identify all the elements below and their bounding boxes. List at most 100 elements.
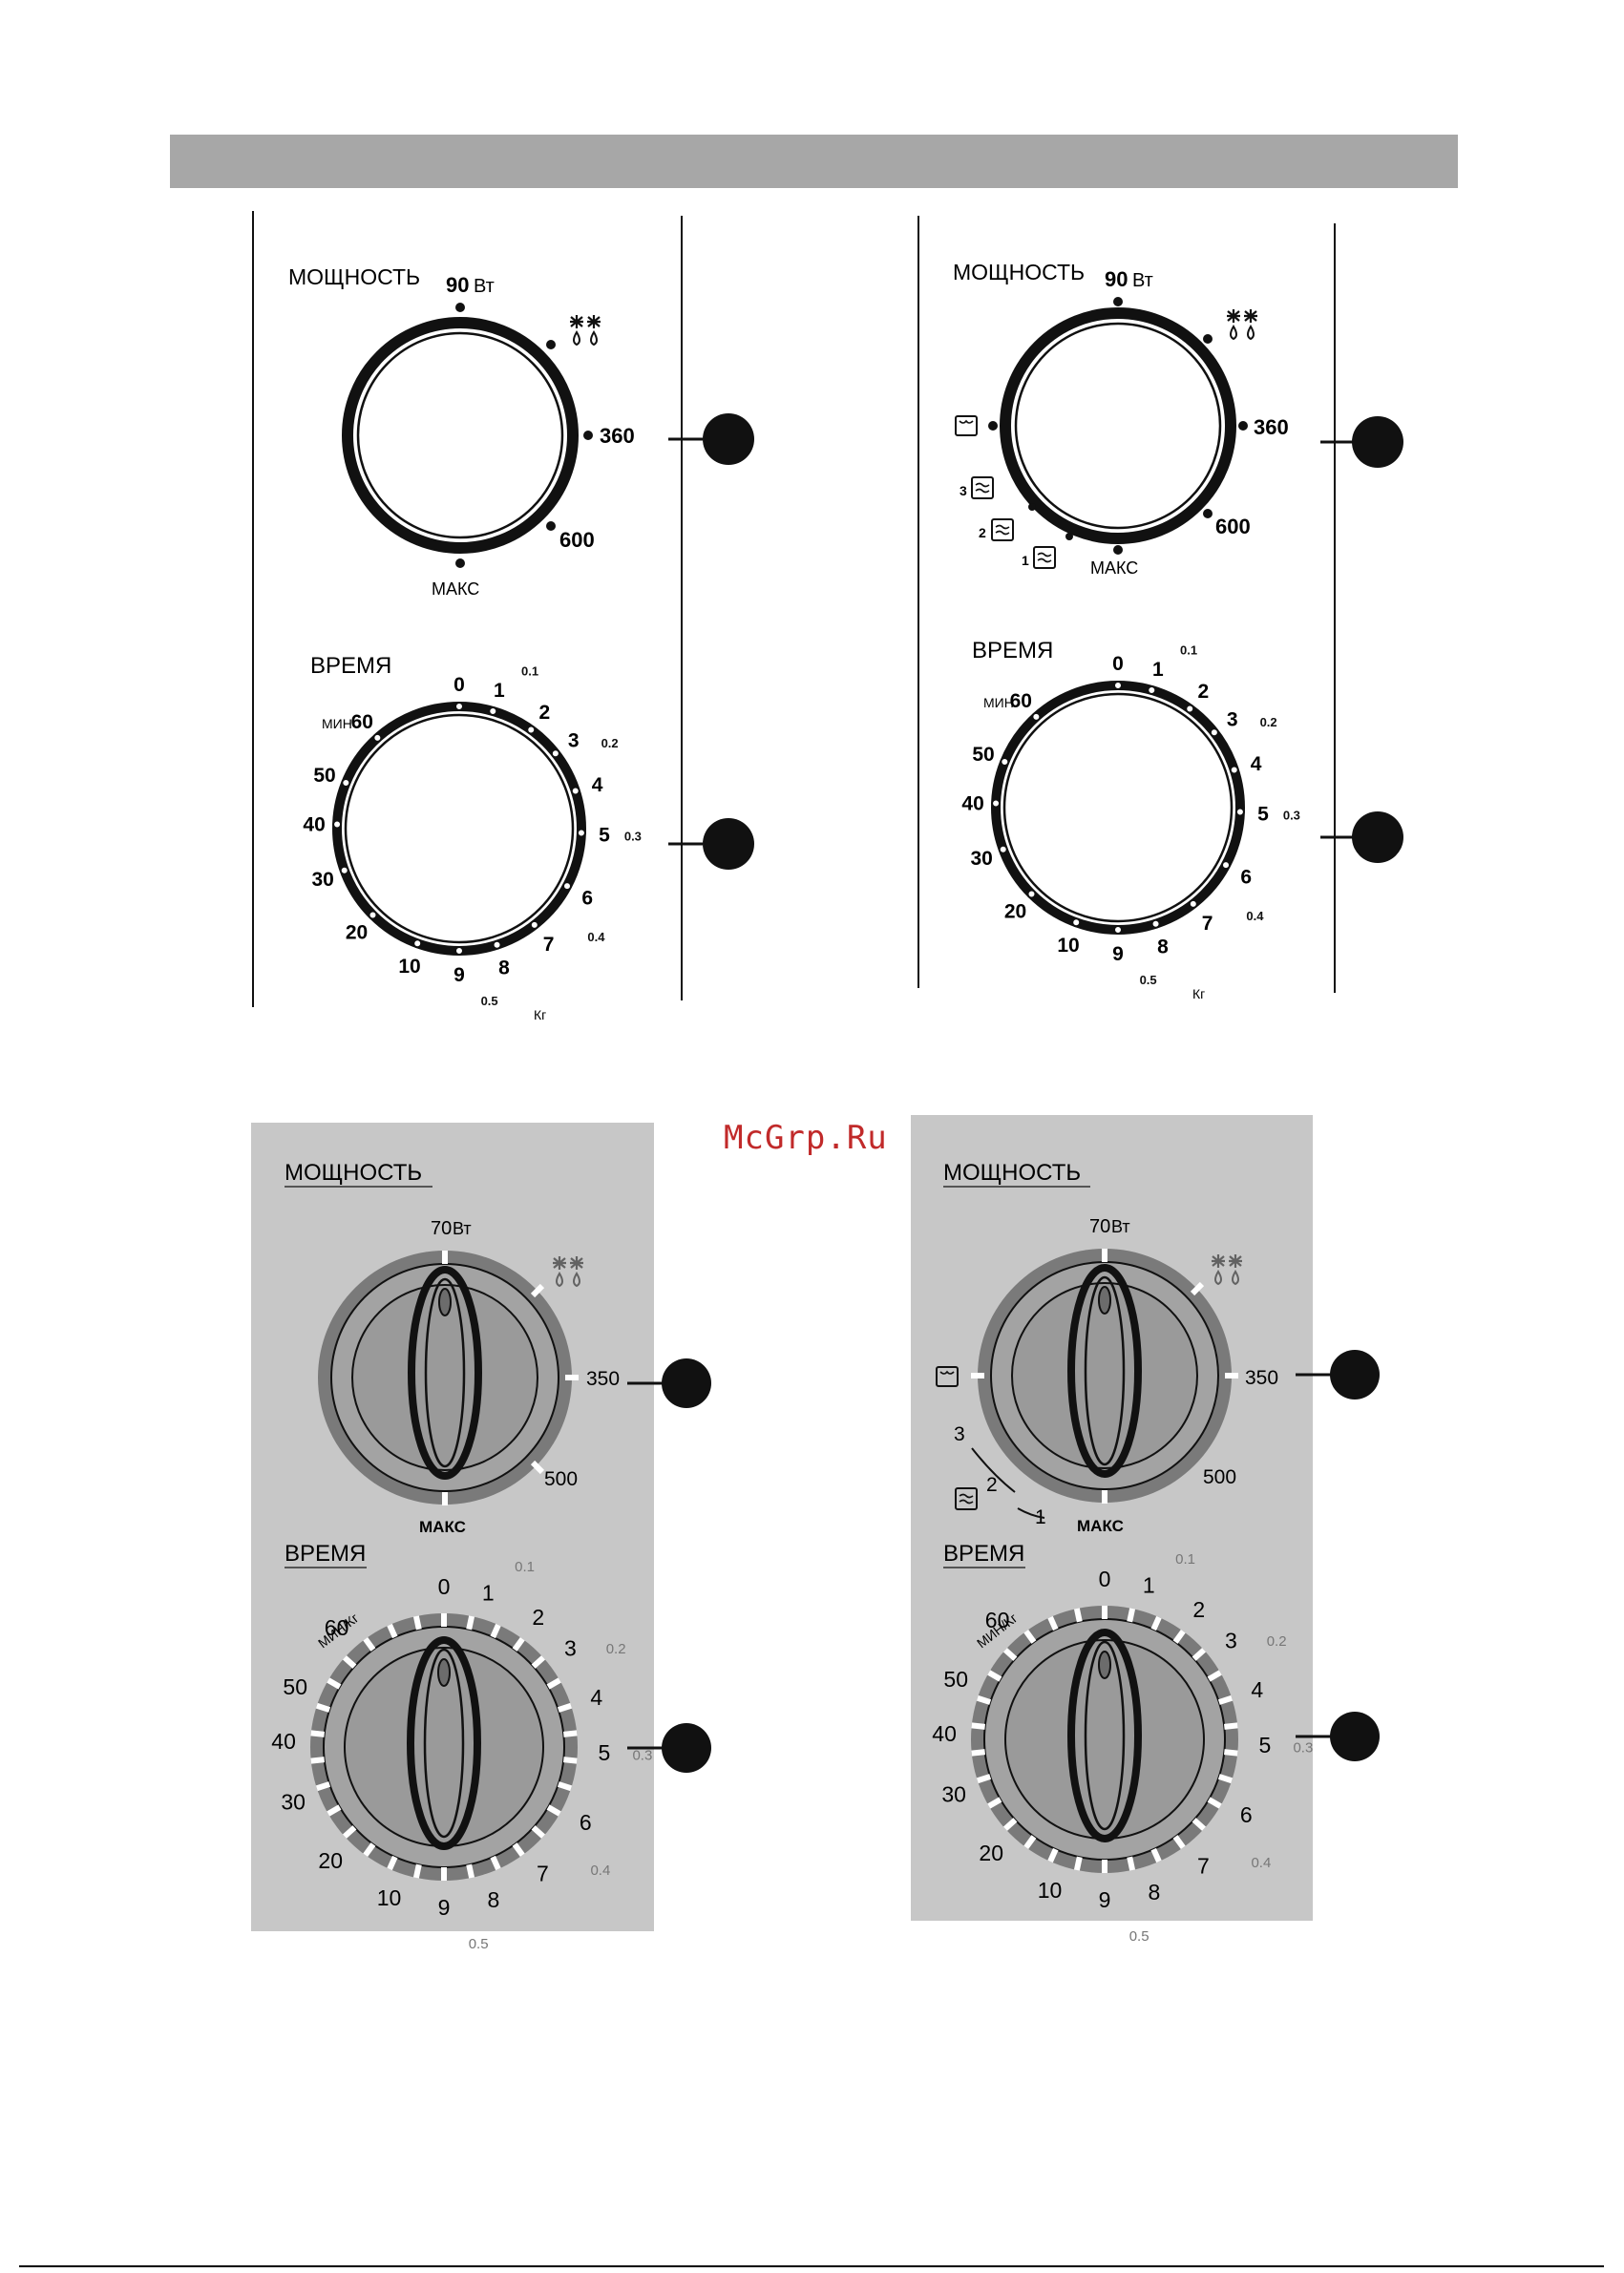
power-70-value: 70 — [431, 1218, 452, 1239]
time-tick — [1172, 1835, 1186, 1850]
time-tick — [1217, 1774, 1234, 1784]
time-label-40: 40 — [932, 1721, 957, 1746]
time-tick — [1207, 1797, 1222, 1809]
weight-label-0.4: 0.4 — [587, 930, 605, 944]
weight-unit: Кг — [534, 1007, 546, 1022]
power-title: МОЩНОСТЬ — [285, 1160, 422, 1186]
time-title: ВРЕМЯ — [943, 1541, 1024, 1567]
panel-d: МОЩНОСТЬ 70 Вт 350 500 МАКС 3 2 1 ВРЕМЯ … — [911, 1115, 1380, 1945]
time-tick — [1223, 1722, 1238, 1730]
weight-label-0.4: 0.4 — [1246, 909, 1264, 923]
time-tick — [1192, 1648, 1207, 1661]
time-tick — [1102, 1860, 1107, 1873]
time-label-0: 0 — [453, 674, 465, 696]
weight-label-0.2: 0.2 — [606, 1641, 626, 1657]
callout-dot — [1330, 1350, 1380, 1400]
grill-icon — [955, 415, 978, 436]
power-max-label: МАКС — [432, 579, 479, 599]
time-tick — [1150, 1847, 1162, 1863]
time-tick — [1047, 1847, 1059, 1863]
time-tick — [1102, 1606, 1107, 1619]
watermark: McGrp.Ru — [724, 1119, 888, 1157]
time-label-9: 9 — [453, 964, 465, 986]
time-dot — [341, 778, 351, 789]
time-ticks — [971, 1606, 1238, 1873]
time-tick — [976, 1774, 992, 1784]
time-tick — [531, 1825, 546, 1839]
combi-3-label: 3 — [954, 1423, 965, 1445]
time-title: ВРЕМЯ — [310, 653, 391, 679]
time-tick — [363, 1636, 376, 1652]
panel-c: МОЩНОСТЬ 70 Вт 350 500 МАКС ВРЕМЯ МИН/Кг… — [251, 1123, 711, 1952]
time-tick — [412, 1615, 422, 1631]
weight-label-0.4: 0.4 — [1251, 1855, 1271, 1871]
time-tick — [976, 1694, 992, 1705]
weight-label-0.3: 0.3 — [624, 829, 642, 843]
power-title: МОЩНОСТЬ — [943, 1160, 1081, 1186]
weight-label-0.1: 0.1 — [515, 1559, 535, 1575]
time-tick — [1127, 1608, 1136, 1623]
time-tick — [315, 1702, 331, 1713]
time-label-5: 5 — [598, 1740, 610, 1765]
time-label-7: 7 — [543, 934, 555, 956]
time-tick — [490, 1855, 501, 1871]
time-label-50: 50 — [943, 1667, 968, 1692]
power-unit: Вт — [1111, 1217, 1130, 1236]
power-500-label: 500 — [1203, 1466, 1236, 1488]
power-title: МОЩНОСТЬ — [288, 264, 420, 289]
time-tick — [1023, 1835, 1037, 1850]
weight-label-0.3: 0.3 — [632, 1747, 652, 1763]
time-tick — [512, 1842, 525, 1858]
time-label-6: 6 — [1240, 866, 1252, 888]
power-unit: Вт — [1132, 270, 1153, 291]
time-dot — [488, 705, 498, 716]
time-label-3: 3 — [1225, 1629, 1237, 1653]
time-label-7: 7 — [537, 1861, 549, 1885]
time-dot — [1071, 917, 1082, 928]
power-90-value: 90 — [446, 273, 469, 297]
time-dot — [454, 946, 464, 956]
weight-label-0.5: 0.5 — [1140, 973, 1157, 987]
power-max-label: МАКС — [419, 1518, 466, 1536]
time-title: ВРЕМЯ — [285, 1541, 366, 1567]
time-label-60: 60 — [1010, 690, 1032, 712]
time-label-10: 10 — [1038, 1878, 1063, 1903]
time-tick — [546, 1804, 561, 1817]
time-tick — [971, 1722, 986, 1730]
time-dot — [1026, 889, 1037, 899]
time-tick — [1150, 1615, 1162, 1631]
time-tick — [342, 1655, 357, 1669]
time-label-3: 3 — [568, 729, 580, 751]
power-title: МОЩНОСТЬ — [953, 260, 1085, 284]
time-label-1: 1 — [1152, 659, 1164, 681]
time-tick — [562, 1757, 578, 1764]
time-dot — [998, 844, 1008, 854]
time-tick — [512, 1636, 525, 1652]
time-label-7: 7 — [1202, 913, 1213, 935]
weight-label-0.4: 0.4 — [590, 1863, 610, 1879]
time-tick — [546, 1677, 561, 1690]
time-dot — [1113, 925, 1123, 935]
time-label-1: 1 — [482, 1581, 495, 1606]
time-label-40: 40 — [961, 793, 983, 815]
time-unit-min: МИН — [322, 716, 352, 731]
time-label-10: 10 — [398, 956, 420, 978]
time-label-3: 3 — [564, 1636, 577, 1661]
time-tick — [1217, 1694, 1234, 1705]
footer-rule — [19, 2265, 1604, 2267]
callout-dot — [1352, 811, 1403, 863]
time-dot — [339, 865, 349, 875]
time-tick — [441, 1613, 447, 1627]
time-dot — [368, 910, 378, 920]
power-max-label: МАКС — [1077, 1517, 1124, 1535]
power-500-label: 500 — [544, 1468, 578, 1490]
time-tick — [327, 1804, 342, 1817]
combi-icon — [1033, 546, 1056, 569]
callout-dot — [703, 818, 754, 870]
time-dot — [412, 938, 423, 949]
time-tick — [1207, 1670, 1222, 1682]
time-label-9: 9 — [438, 1895, 451, 1920]
time-dot — [1150, 918, 1161, 929]
